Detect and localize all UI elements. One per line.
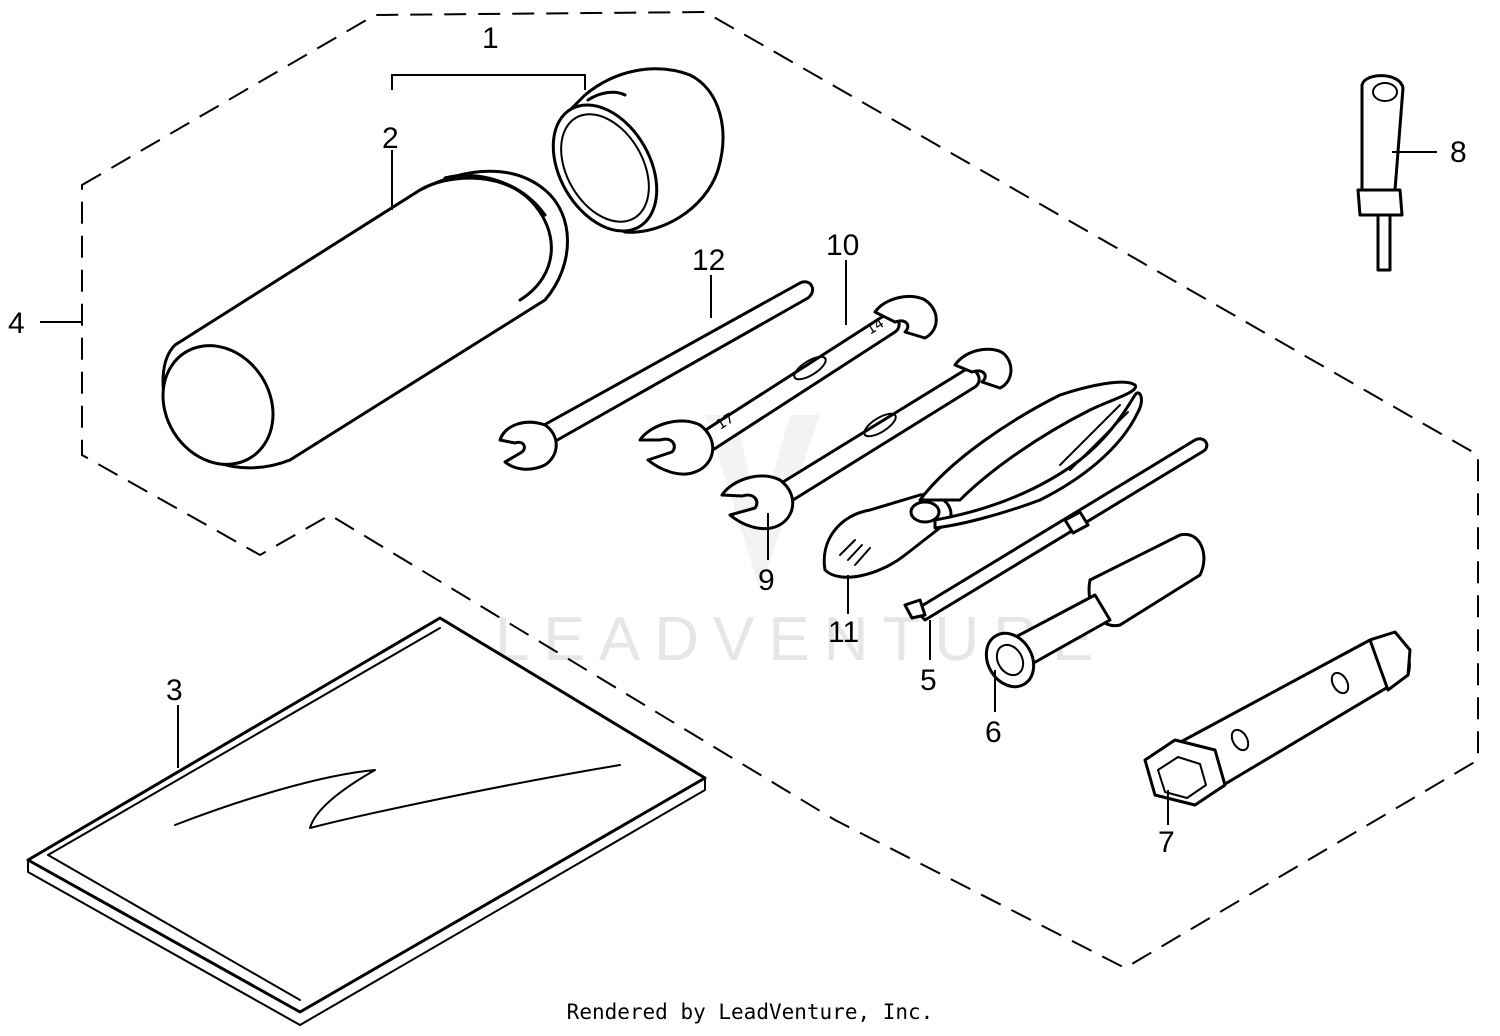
callout-8: 8 [1450,136,1467,169]
spoke-tool-part-8 [1356,74,1405,272]
kit-boundary [81,10,1479,970]
callout-7: 7 [1158,826,1175,859]
callout-1: 1 [482,22,499,55]
callout-4: 4 [8,307,25,340]
callout-10: 10 [826,229,859,262]
watermark-logo [705,415,820,590]
wrench-part-12 [498,280,814,471]
callout-5: 5 [920,664,937,697]
screwdriver-handle-part-6 [984,532,1206,689]
wrench-part-9 [720,347,1013,531]
callout-9: 9 [758,564,775,597]
callout-6: 6 [985,716,1002,749]
callout-2: 2 [382,122,399,155]
tool-case-cap [551,67,725,234]
leader-lines [40,74,1437,825]
callout-11: 11 [828,616,859,649]
pliers-part-11 [822,380,1143,579]
callout-3: 3 [166,674,183,707]
plug-wrench-part-7 [1143,630,1412,807]
rendered-by-credit: Rendered by LeadVenture, Inc. [566,1000,934,1024]
wrench-part-10: 17 14 [638,295,938,476]
screwdriver-part-5 [903,437,1209,622]
manual-bag-part-3 [26,616,707,1026]
tool-case-body [161,169,569,470]
callout-12: 12 [692,244,725,277]
